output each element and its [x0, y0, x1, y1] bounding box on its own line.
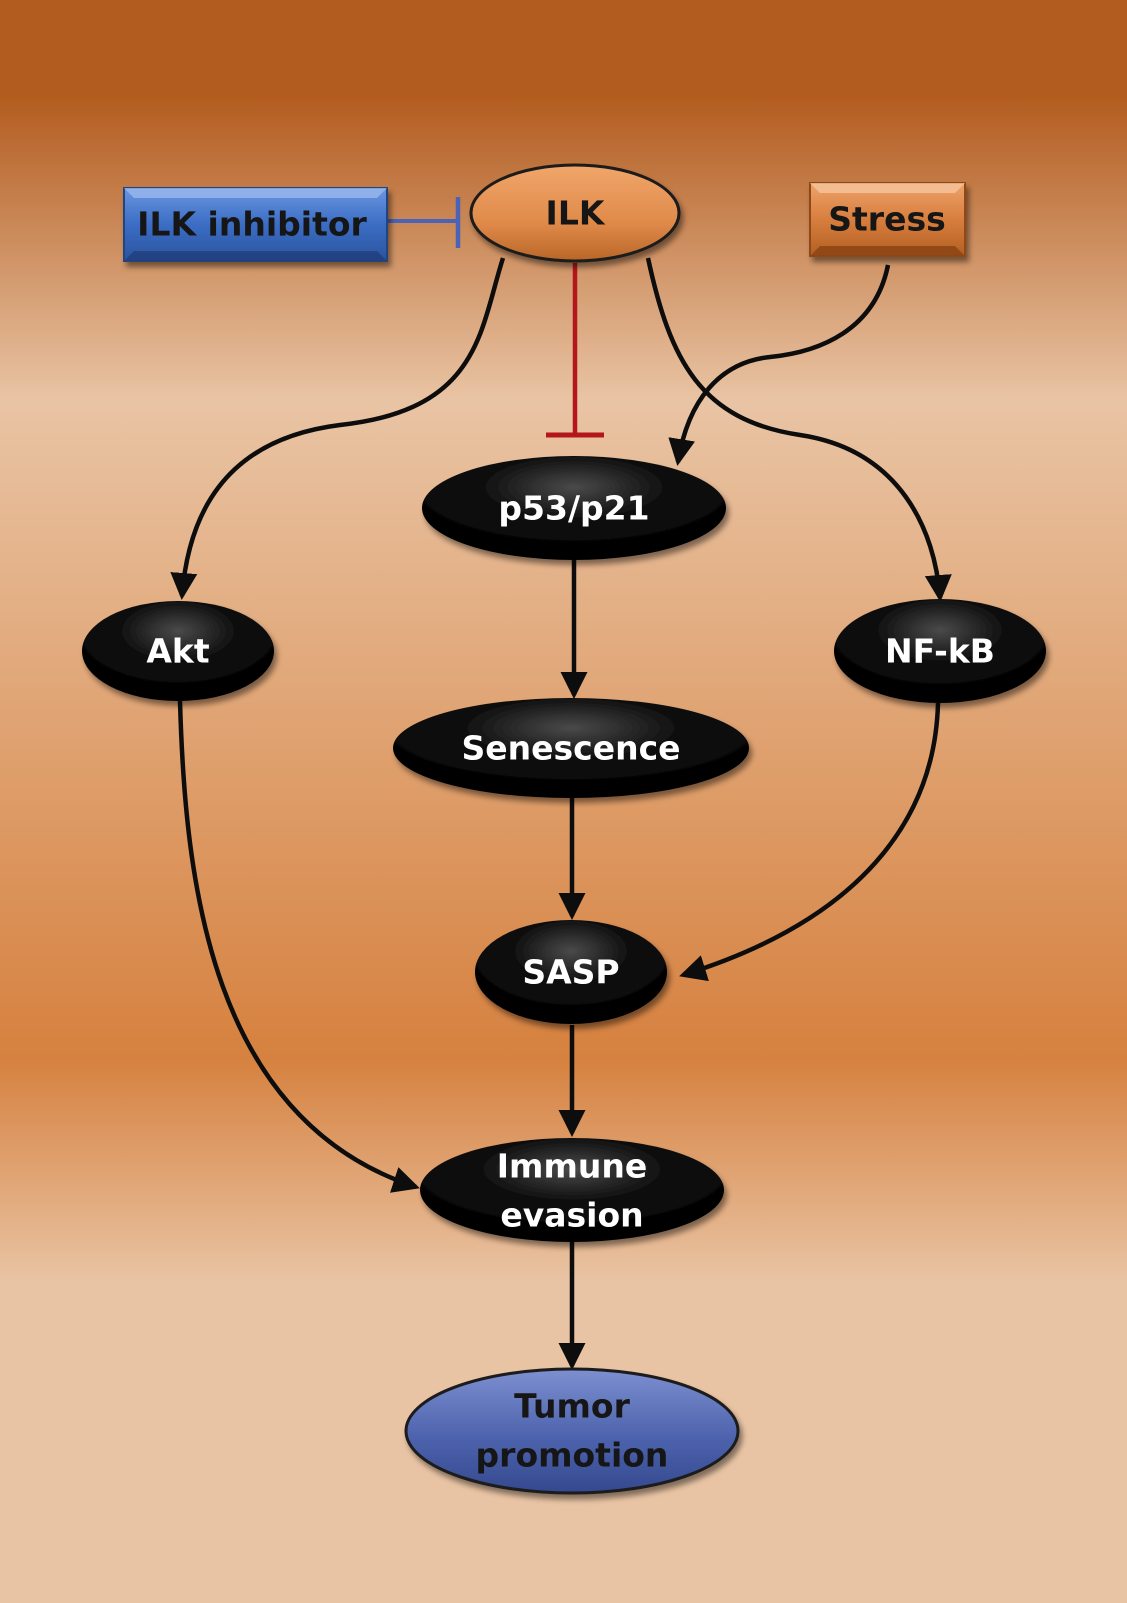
edge-akt-immune [177, 700, 420, 1193]
node-akt-shape [82, 601, 274, 701]
node-stress-box [809, 182, 966, 257]
node-p53-p21-label: p53/p21 [498, 489, 649, 528]
node-sasp: SASP [475, 920, 667, 1024]
node-nfkb-shape [834, 599, 1046, 703]
node-immune-evasion: Immune evasion [420, 1138, 724, 1242]
node-p53-p21-shape [422, 456, 726, 560]
node-tumor-promotion-label-line2: promotion [476, 1436, 669, 1475]
edge-ilk-nfkb [645, 257, 952, 603]
node-ilk: ILK [469, 163, 681, 263]
node-p53-p21: p53/p21 [422, 456, 726, 560]
node-ilk-inhibitor: ILK inhibitor [123, 187, 388, 262]
edge-inhibitor-ilk [388, 197, 461, 248]
edge-nfkb-sasp [679, 702, 941, 982]
node-immune-evasion-label-line1: Immune [497, 1147, 647, 1186]
edge-stress-p53 [668, 264, 891, 466]
node-akt-label: Akt [146, 632, 209, 671]
node-senescence-shape [393, 698, 749, 798]
node-ilk-label: ILK [546, 194, 606, 233]
edge-ilk-akt [170, 257, 506, 601]
node-immune-evasion-shape [420, 1138, 724, 1242]
edge-ilk-p53-inhibition [546, 263, 604, 438]
node-nfkb: NF-kB [834, 599, 1046, 703]
node-senescence: Senescence [393, 698, 749, 798]
node-stress: Stress [809, 182, 966, 257]
node-ilk-inhibitor-bevel-bottom [124, 251, 387, 261]
node-akt: Akt [82, 601, 274, 701]
node-immune-evasion-label-line2: evasion [500, 1196, 643, 1235]
node-tumor-promotion-label-line1: Tumor [514, 1387, 630, 1426]
node-ilk-shape [469, 163, 681, 263]
node-senescence-label: Senescence [461, 729, 680, 768]
node-ilk-inhibitor-bevel-top [124, 188, 387, 198]
node-tumor-promotion: Tumor promotion [404, 1367, 740, 1495]
node-stress-bevel-top [810, 183, 965, 193]
node-stress-bevel-bottom [810, 246, 965, 256]
node-sasp-label: SASP [522, 953, 619, 992]
node-tumor-promotion-shape [404, 1367, 740, 1495]
node-nfkb-label: NF-kB [885, 632, 995, 671]
node-stress-label: Stress [828, 200, 945, 239]
node-sasp-shape [475, 920, 667, 1024]
node-ilk-inhibitor-label: ILK inhibitor [137, 205, 367, 244]
